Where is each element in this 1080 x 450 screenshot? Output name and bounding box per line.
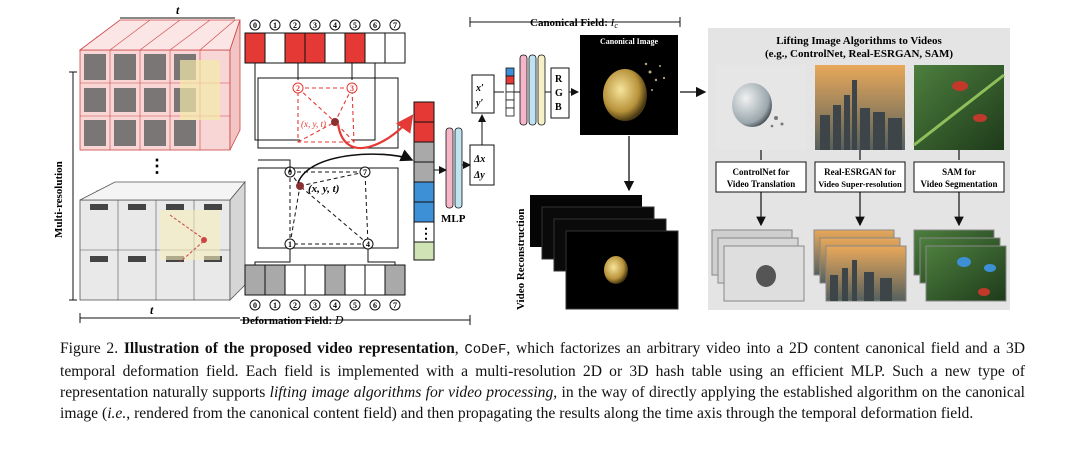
svg-text:Video Translation: Video Translation: [727, 179, 796, 189]
svg-text:7: 7: [393, 301, 397, 310]
svg-text:3: 3: [313, 301, 317, 310]
warped-coord-box: [471, 74, 495, 114]
bottom-3d-hash-volume: [79, 180, 246, 301]
red-feature-arrow: [336, 114, 414, 149]
svg-text:2: 2: [293, 21, 297, 30]
svg-text:0: 0: [288, 168, 292, 177]
top-query-point-label: (x, y, t): [301, 119, 326, 129]
canonical-image: Canonical Image: [580, 35, 678, 135]
sam-input-image: [913, 65, 1005, 150]
svg-text:SAM for: SAM for: [942, 167, 976, 177]
figure-caption: Figure 2. Illustration of the proposed v…: [60, 338, 1025, 424]
canonical-field-label: Canonical Field: Ic: [530, 17, 618, 30]
delta-y-label: Δy: [473, 170, 485, 181]
caption-text: , rendered from the canonical content fi…: [126, 405, 974, 422]
svg-text:2: 2: [293, 301, 297, 310]
feature-vector: [413, 101, 435, 261]
delta-box: [469, 144, 495, 186]
svg-text:3: 3: [313, 21, 317, 30]
svg-text:3: 3: [350, 84, 354, 93]
video-reconstruction-label: Video Reconstruction: [515, 209, 527, 310]
t-axis-bottom-label: t: [150, 303, 154, 317]
lifting-title-line2: (e.g., ControlNet, Real-ESRGAN, SAM): [765, 48, 953, 60]
mlp-label: MLP: [441, 213, 466, 225]
canonical-feature-column: [505, 67, 515, 117]
bottom-hash-table: 0 7 1 4 (x, y, t) 0 1 2 3 4 5: [244, 159, 406, 311]
esrgan-box: Real-ESRGAN for Video Super-resolution: [814, 161, 906, 193]
svg-text:1: 1: [273, 301, 277, 310]
svg-text:Video Segmentation: Video Segmentation: [921, 179, 998, 189]
video-reconstruction-stack: [530, 195, 679, 310]
svg-text:6: 6: [373, 21, 377, 30]
caption-ie: i.e.: [107, 405, 127, 422]
deformation-mlp: [445, 127, 463, 209]
black-feature-arrow: [297, 149, 414, 184]
svg-text:5: 5: [353, 301, 357, 310]
svg-text:4: 4: [333, 21, 337, 30]
multi-resolution-bracket: [69, 71, 77, 301]
svg-text:Video Super-resolution: Video Super-resolution: [818, 179, 902, 189]
svg-text:0: 0: [253, 21, 257, 30]
r-label: R: [555, 74, 563, 85]
caption-text: , in the way of directly applying the es…: [60, 384, 1025, 422]
canonical-image-label: Canonical Image: [600, 37, 658, 46]
svg-text:6: 6: [373, 301, 377, 310]
deformation-field-bracket: [240, 315, 471, 325]
svg-text:0: 0: [253, 301, 257, 310]
g-label: G: [555, 88, 563, 99]
figure-diagram: Multi-resolution t x y ⋮ x y: [53, 3, 1010, 327]
controlnet-output-stack: [711, 229, 805, 302]
y-prime-label: y′: [475, 98, 483, 109]
top-hash-table: 0 1 2 3 4 5 6 7: [244, 19, 406, 149]
top-3d-hash-volume: [78, 19, 241, 151]
b-label: B: [555, 102, 562, 113]
rgb-box: [550, 67, 570, 119]
caption-figure-number: Figure 2.: [60, 340, 119, 357]
svg-text:1: 1: [273, 21, 277, 30]
caption-title: Illustration of the proposed video repre…: [123, 340, 455, 357]
esrgan-output-stack: [813, 229, 907, 302]
esrgan-input-image: [815, 65, 905, 150]
sam-output-stack: [913, 229, 1007, 302]
x-prime-label: x′: [475, 83, 484, 94]
delta-x-label: Δx: [473, 154, 485, 165]
svg-text:4: 4: [333, 301, 337, 310]
bottom-query-point-label: (x, y, t): [308, 183, 339, 195]
t-axis-top-label: t: [176, 3, 180, 17]
deformation-field-label: Deformation Field: D: [242, 314, 344, 327]
canonical-field-bracket: [469, 17, 681, 27]
svg-text:7: 7: [363, 168, 367, 177]
lifting-title-line1: Lifting Image Algorithms to Videos: [776, 35, 942, 47]
controlnet-input-image: [716, 65, 806, 150]
svg-text:4: 4: [366, 240, 370, 249]
feature-ellipsis: ⋮: [419, 227, 433, 242]
svg-text:Real-ESRGAN for: Real-ESRGAN for: [824, 167, 896, 177]
svg-text:2: 2: [296, 84, 300, 93]
caption-text: , which factorizes an arbitrary video in…: [60, 340, 1026, 401]
caption-method-name: CoDeF: [464, 342, 507, 358]
svg-text:1: 1: [288, 240, 292, 249]
svg-text:7: 7: [393, 21, 397, 30]
vertical-ellipsis-left: ⋮: [148, 156, 166, 176]
caption-text: ,: [454, 340, 465, 357]
controlnet-box: ControlNet for Video Translation: [715, 161, 807, 193]
caption-italic-phrase: lifting image algorithms for video proce…: [269, 384, 554, 401]
multi-resolution-label: Multi-resolution: [53, 161, 65, 238]
sam-box: SAM for Video Segmentation: [913, 161, 1005, 193]
svg-text:5: 5: [353, 21, 357, 30]
svg-text:ControlNet for: ControlNet for: [732, 167, 789, 177]
canonical-mlp: [519, 54, 546, 126]
